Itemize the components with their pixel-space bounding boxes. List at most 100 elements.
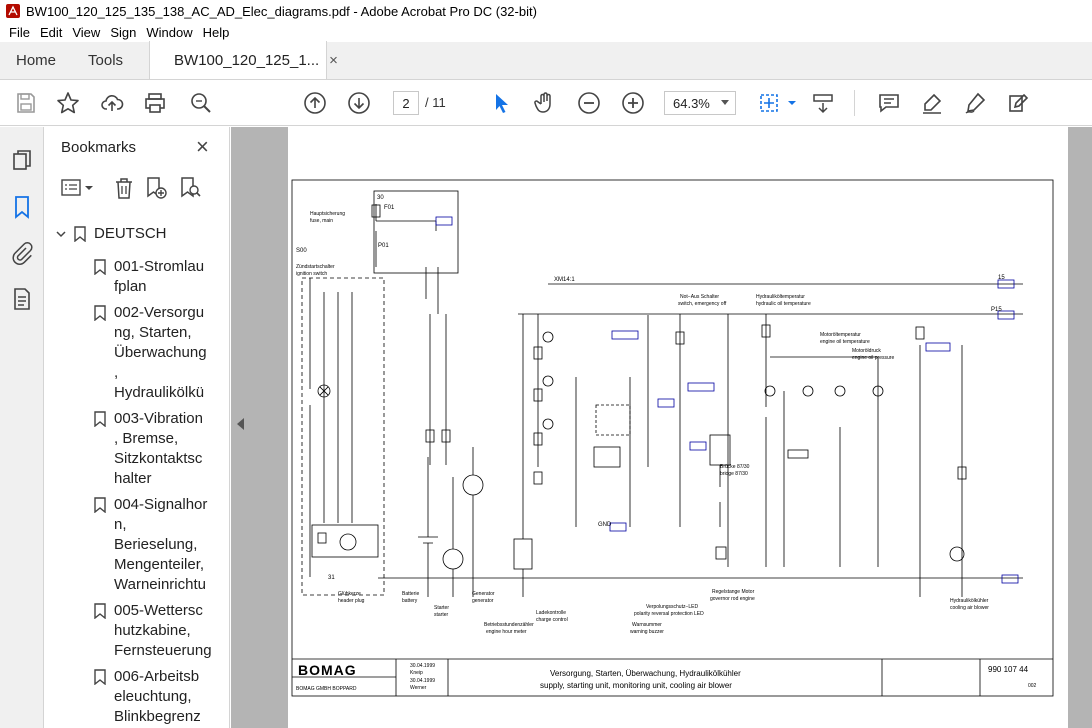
page-total: / 11 xyxy=(425,95,446,110)
bookmark-root-label: DEUTSCH xyxy=(94,225,167,242)
svg-text:Kneip: Kneip xyxy=(410,670,423,676)
svg-text:ignition switch: ignition switch xyxy=(296,271,327,277)
svg-text:31: 31 xyxy=(328,575,335,581)
comment-icon[interactable] xyxy=(877,91,901,115)
svg-text:Werner: Werner xyxy=(410,685,427,691)
tab-document[interactable]: BW100_120_125_1... × xyxy=(149,41,338,79)
document-properties-icon[interactable] xyxy=(10,287,34,311)
svg-text:generator: generator xyxy=(472,598,494,604)
svg-text:charge control: charge control xyxy=(536,617,568,623)
svg-text:fuse, main: fuse, main xyxy=(310,218,333,224)
svg-text:BOMAG: BOMAG xyxy=(298,662,357,678)
svg-text:engine hour meter: engine hour meter xyxy=(486,629,527,635)
zoom-in-icon[interactable] xyxy=(621,91,645,115)
zoom-level-select[interactable]: 64.3% xyxy=(664,91,736,115)
svg-text:Brücke 87/30: Brücke 87/30 xyxy=(720,464,750,470)
menu-sign[interactable]: Sign xyxy=(110,24,137,40)
svg-text:Betriebsstundenzähler: Betriebsstundenzähler xyxy=(484,622,534,628)
svg-text:header plug: header plug xyxy=(338,598,365,604)
bookmark-panel-icon[interactable] xyxy=(10,195,34,219)
svg-text:Hauptsicherung: Hauptsicherung xyxy=(310,211,345,217)
page-up-icon[interactable] xyxy=(303,91,327,115)
page-down-icon[interactable] xyxy=(347,91,371,115)
pdf-page: Hauptsicherung fuse, main F01 S00 P01 Zü… xyxy=(288,127,1068,728)
highlight-icon[interactable] xyxy=(920,91,944,115)
zoom-search-icon[interactable] xyxy=(189,91,213,115)
document-scrollbar[interactable] xyxy=(1084,127,1092,728)
toolbar: 2 / 11 64.3% xyxy=(0,80,1092,126)
svg-text:990 107 44: 990 107 44 xyxy=(988,665,1029,674)
sign-icon[interactable] xyxy=(963,91,987,115)
tab-home[interactable]: Home xyxy=(16,51,57,69)
save-icon[interactable] xyxy=(14,91,38,115)
tab-tools[interactable]: Tools xyxy=(88,51,124,69)
svg-text:Versorgung, Starten, Überwachu: Versorgung, Starten, Überwachung, Hydrau… xyxy=(550,669,741,678)
svg-text:Motoröltemperatur: Motoröltemperatur xyxy=(820,332,861,338)
bookmark-icon xyxy=(74,225,86,242)
svg-text:Hydraulikölkühler: Hydraulikölkühler xyxy=(950,598,989,604)
tab-document-label: BW100_120_125_1... xyxy=(174,51,320,69)
menu-help[interactable]: Help xyxy=(202,24,230,40)
title-bar: BW100_120_125_135_138_AC_AD_Elec_diagram… xyxy=(0,0,1092,22)
menu-window[interactable]: Window xyxy=(146,24,193,40)
upload-icon[interactable] xyxy=(100,91,124,115)
svg-text:starter: starter xyxy=(434,612,449,618)
wiring-diagram: Hauptsicherung fuse, main F01 S00 P01 Zü… xyxy=(291,179,1054,697)
find-bookmark-icon[interactable] xyxy=(178,176,202,200)
svg-text:15: 15 xyxy=(998,275,1005,281)
scroll-mode-icon[interactable] xyxy=(811,91,835,115)
svg-text:Warnsummer: Warnsummer xyxy=(632,622,662,628)
bookmark-icon xyxy=(94,669,106,685)
bookmark-root-deutsch[interactable]: DEUTSCH xyxy=(56,225,167,242)
chevron-down-icon xyxy=(721,100,729,105)
svg-text:switch, emergency off: switch, emergency off xyxy=(678,301,727,307)
delete-bookmark-icon[interactable] xyxy=(112,176,136,200)
toolbar-separator xyxy=(854,90,855,116)
left-tool-rail xyxy=(0,127,44,728)
select-arrow-icon[interactable] xyxy=(490,91,514,115)
page-thumbnails-icon[interactable] xyxy=(10,148,34,172)
svg-text:Regelstange Motor: Regelstange Motor xyxy=(712,589,755,595)
chevron-down-icon[interactable] xyxy=(56,229,66,239)
svg-text:P01: P01 xyxy=(378,243,389,249)
bookmark-icon xyxy=(94,305,106,321)
bookmarks-header: Bookmarks xyxy=(61,139,137,156)
tab-bar: Home Tools BW100_120_125_1... × xyxy=(0,41,1092,80)
bookmarks-toolbar xyxy=(54,173,224,203)
zoom-out-icon[interactable] xyxy=(577,91,601,115)
svg-text:002: 002 xyxy=(1028,683,1037,689)
close-tab-icon[interactable]: × xyxy=(329,51,338,69)
menu-edit[interactable]: Edit xyxy=(39,24,63,40)
fit-page-icon[interactable] xyxy=(757,91,781,115)
attachment-icon[interactable] xyxy=(10,241,34,265)
svg-text:cooling air blower: cooling air blower xyxy=(950,605,989,611)
svg-text:P15: P15 xyxy=(991,307,1002,313)
page-number-input[interactable]: 2 xyxy=(393,91,419,115)
star-icon[interactable] xyxy=(56,91,80,115)
close-icon[interactable]: × xyxy=(196,134,209,159)
document-viewport[interactable]: Hauptsicherung fuse, main F01 S00 P01 Zü… xyxy=(231,127,1092,728)
svg-text:engine oil pressure: engine oil pressure xyxy=(852,355,894,361)
fit-options-chevron-icon[interactable] xyxy=(780,91,796,115)
print-icon[interactable] xyxy=(143,91,167,115)
bookmark-options-icon[interactable] xyxy=(60,176,96,200)
edit-icon[interactable] xyxy=(1007,91,1031,115)
svg-text:battery: battery xyxy=(402,598,418,604)
menu-view[interactable]: View xyxy=(72,24,101,40)
bookmark-icon xyxy=(94,497,106,513)
new-bookmark-icon[interactable] xyxy=(144,176,168,200)
bookmark-icon xyxy=(94,603,106,619)
collapse-panel-icon[interactable] xyxy=(237,418,244,430)
menu-file[interactable]: File xyxy=(9,24,30,40)
hand-icon[interactable] xyxy=(533,91,557,115)
